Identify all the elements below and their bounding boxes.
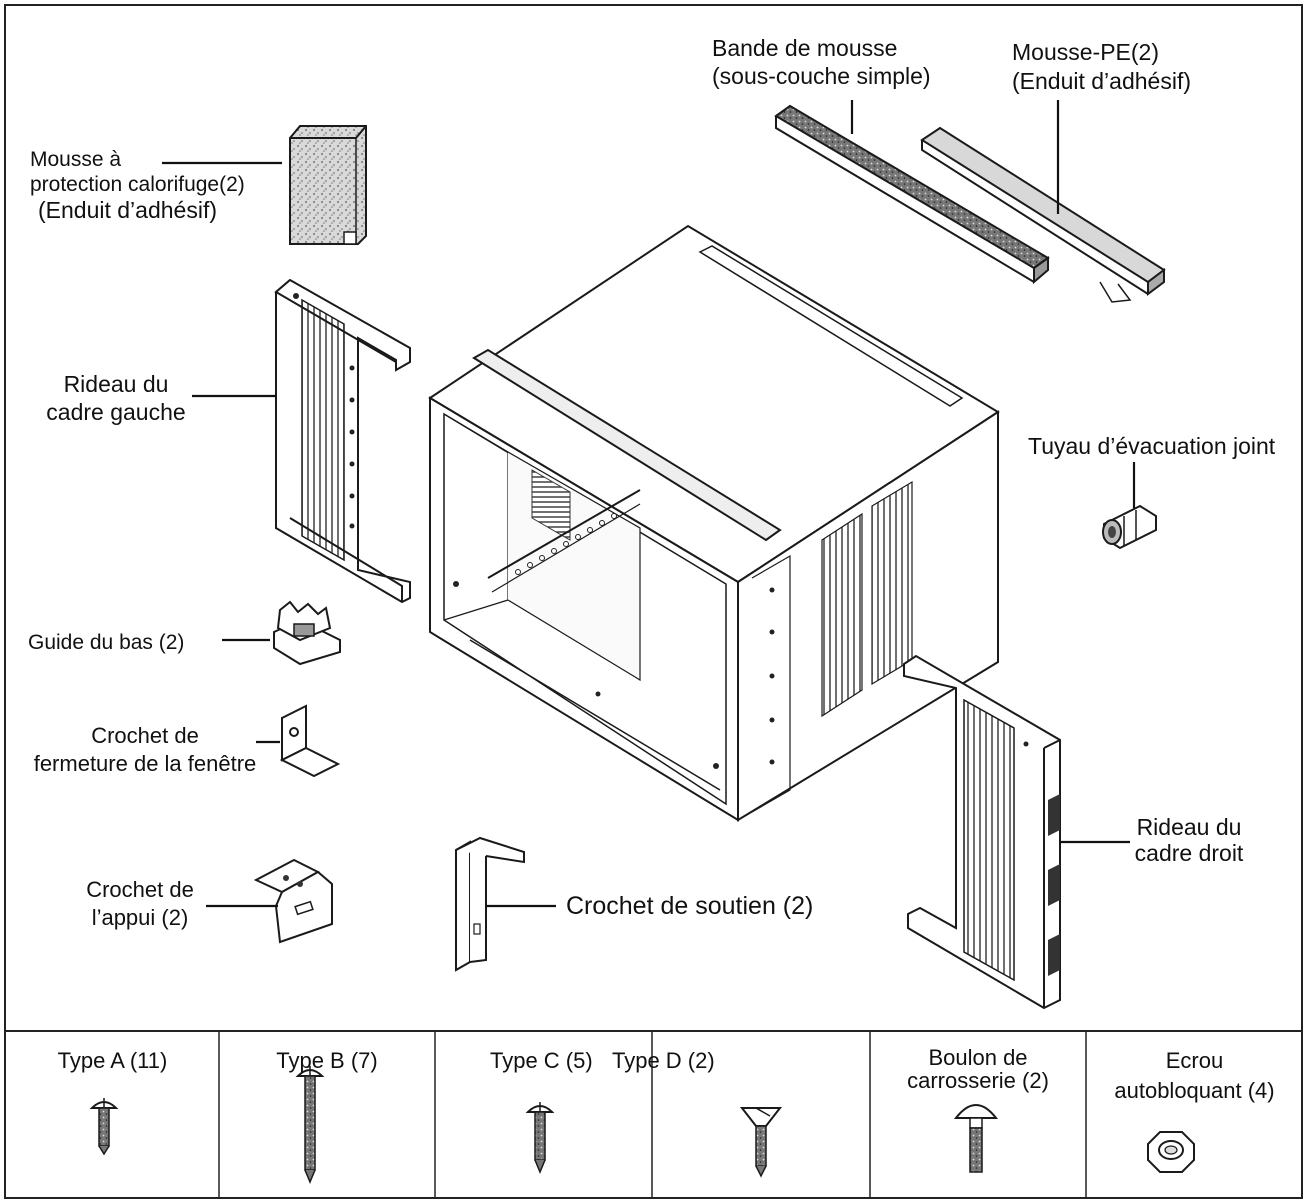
- drain-joint-pipe: [1102, 504, 1157, 550]
- screw-type-b-icon: [295, 1066, 325, 1184]
- ac-cabinet: [428, 224, 1000, 822]
- label-drain-pipe: Tuyau d’évacuation joint: [1028, 433, 1276, 459]
- label-sill-bracket: Crochet de l’appui (2): [86, 877, 194, 930]
- label-window-lock: Crochet de fermeture de la fenêtre: [33, 723, 257, 776]
- hardware-cell-type-c: Type C (5): [435, 1032, 652, 1197]
- left-frame-curtain: [274, 279, 411, 604]
- label-left-curtain: Rideau du cadre gauche: [46, 371, 186, 425]
- carriage-bolt-icon: [953, 1104, 999, 1173]
- screw-type-d-icon: [739, 1107, 783, 1178]
- label-bottom-guide: Guide du bas (2): [28, 631, 185, 654]
- diagram-frame: [4, 4, 1303, 1199]
- label-thermal-foam: Mousse à protection calorifuge(2) (Endui…: [30, 148, 245, 223]
- label-pe-foam: Mousse-PE(2) (Enduit d’adhésif): [1012, 39, 1191, 94]
- hardware-label-type-a: Type A (11): [57, 1048, 168, 1073]
- hardware-cell-type-a: Type A (11): [6, 1032, 219, 1197]
- sill-bracket: [253, 858, 333, 944]
- window-lock-bracket: [279, 704, 341, 778]
- foam-strip: [774, 104, 1050, 285]
- hardware-cell-lock-nut: Ecrou autobloquant (4): [1086, 1032, 1303, 1197]
- label-right-curtain: Rideau du cadre droit: [1134, 814, 1244, 866]
- label-support-bracket: Crochet de soutien (2): [566, 892, 814, 920]
- screw-type-c-icon: [525, 1102, 555, 1174]
- thermal-foam-pad: [289, 125, 367, 245]
- hardware-cell-type-d: Type D (2): [612, 1032, 870, 1197]
- hardware-label-type-b: Type B (7): [276, 1048, 378, 1073]
- right-frame-curtain: [903, 654, 1061, 1010]
- hardware-label-type-c: Type C (5): [490, 1048, 593, 1073]
- bottom-guide: [273, 600, 341, 666]
- hardware-label-lock-nut: Ecrou autobloquant (4): [1114, 1048, 1275, 1103]
- support-bracket: [455, 836, 525, 972]
- screw-type-a-icon: [89, 1098, 119, 1156]
- hardware-cell-type-b: Type B (7): [219, 1032, 435, 1197]
- hardware-label-carriage-bolt: Boulon de carrosserie (2): [907, 1045, 1049, 1093]
- hardware-label-type-d: Type D (2): [612, 1048, 715, 1073]
- hardware-cell-carriage-bolt: Boulon de carrosserie (2): [870, 1032, 1086, 1197]
- hardware-table-lines: [5, 1030, 1303, 1199]
- pe-foam-strip: [920, 126, 1166, 303]
- lock-nut-icon: [1147, 1131, 1195, 1173]
- label-foam-strip: Bande de mousse (sous-couche simple): [712, 35, 931, 89]
